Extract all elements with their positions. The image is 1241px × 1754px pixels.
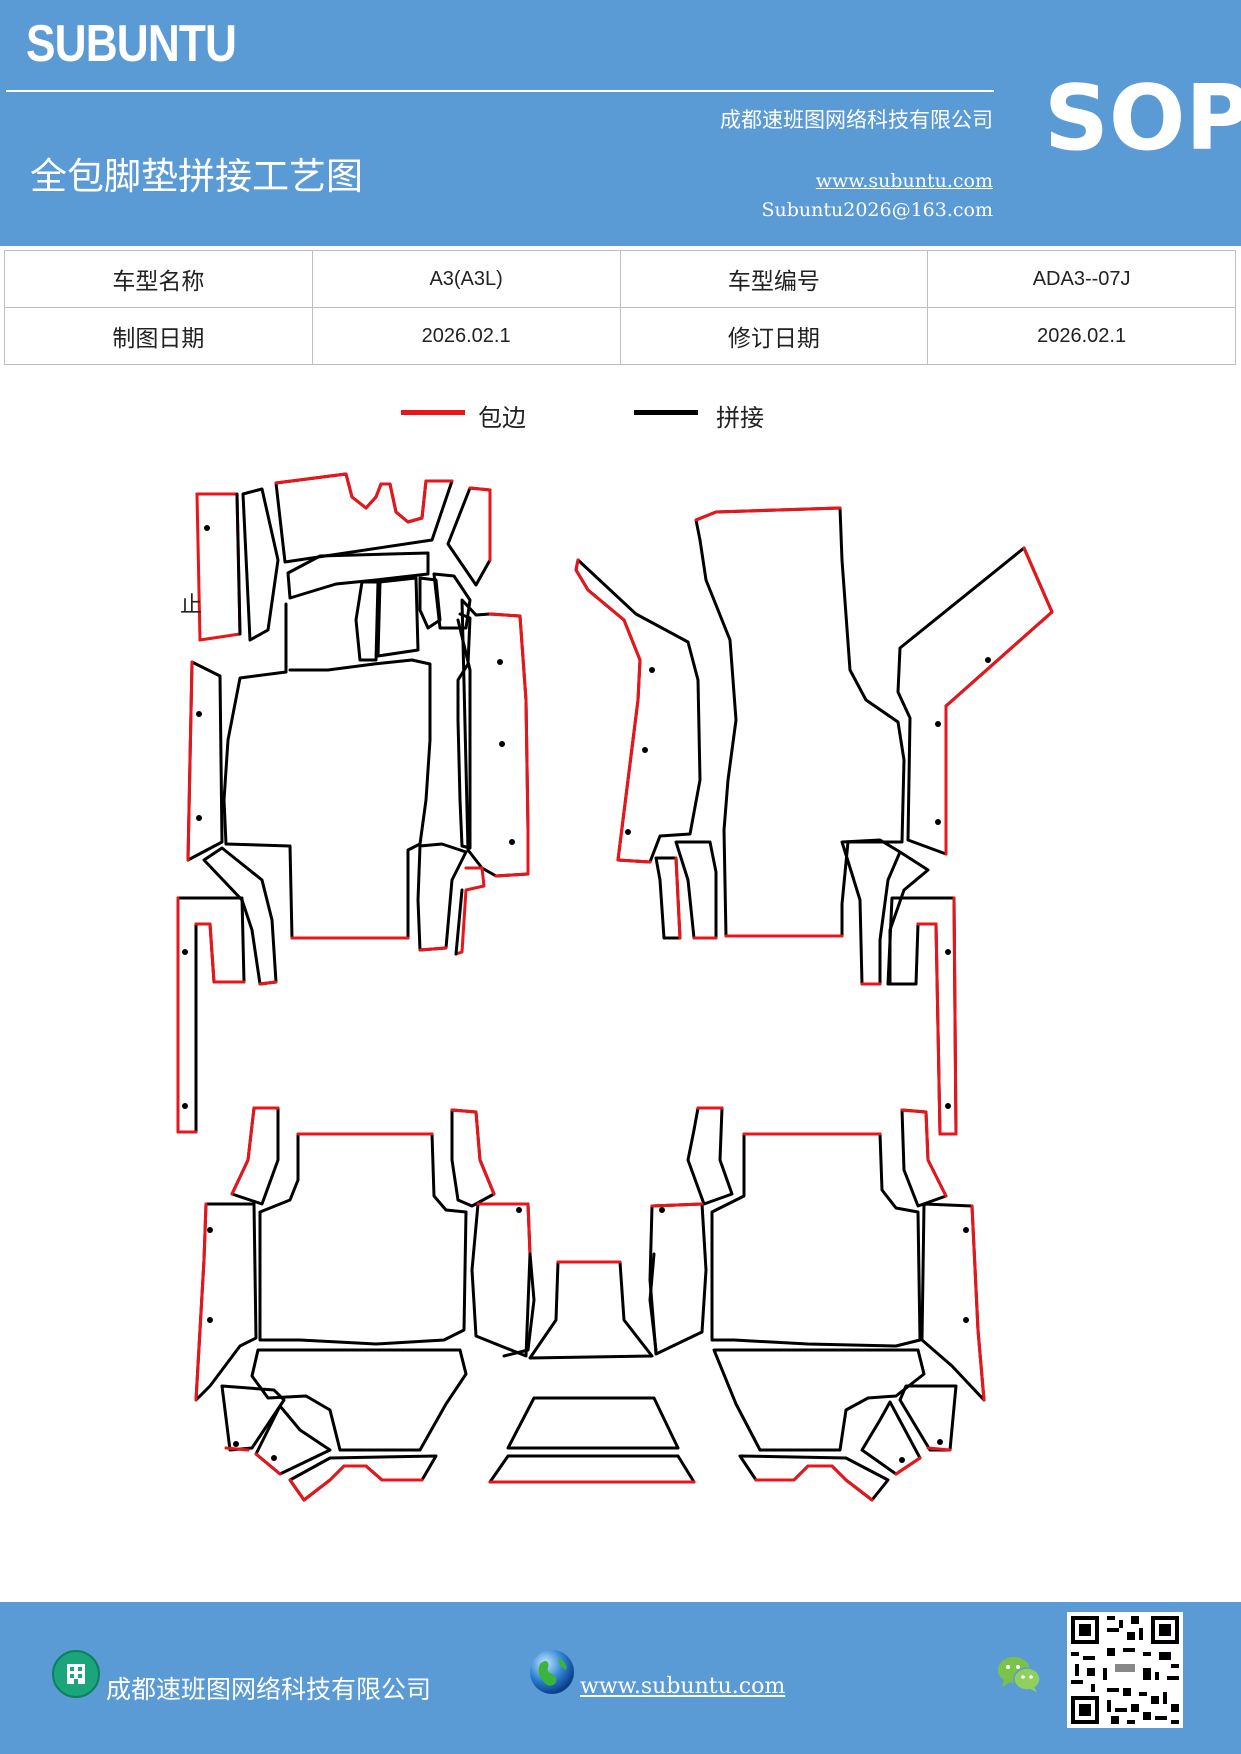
floor-mat-splice-diagram: 止 [176, 472, 1054, 1502]
page-footer: 成都速班图网络科技有限公司 www.subuntu.com [0, 1602, 1241, 1754]
globe-icon [530, 1650, 574, 1694]
building-icon [52, 1650, 100, 1698]
front-right-mat [574, 506, 1054, 1136]
vehicle-info-table: 车型名称 A3(A3L) 车型编号 ADA3--07J 制图日期 2026.02… [4, 250, 1236, 365]
sop-badge: SOP [1044, 66, 1241, 171]
stop-mark: 止 [180, 593, 202, 618]
header-divider [6, 90, 994, 92]
wechat-icon[interactable] [996, 1654, 1042, 1694]
footer-website-link[interactable]: www.subuntu.com [580, 1674, 786, 1699]
document-title: 全包脚垫拼接工艺图 [30, 155, 363, 198]
front-left-mat [176, 472, 530, 1134]
contact-email[interactable]: Subuntu2026@163.com [761, 199, 993, 221]
model-name-label: 车型名称 [4, 250, 313, 308]
table-row: 制图日期 2026.02.1 修订日期 2026.02.1 [4, 307, 1236, 365]
rear-center-tunnel [488, 1252, 696, 1484]
qr-code[interactable] [1067, 1612, 1183, 1728]
website-link[interactable]: www.subuntu.com [815, 170, 993, 192]
draw-date-label: 制图日期 [4, 307, 313, 365]
table-row: 车型名称 A3(A3L) 车型编号 ADA3--07J [4, 250, 1236, 308]
legend-binding-label: 包边 [478, 404, 526, 432]
rear-left-mat [194, 1106, 532, 1502]
revision-date-label: 修订日期 [619, 307, 929, 365]
rear-right-mat [648, 1106, 986, 1502]
company-name: 成都速班图网络科技有限公司 [720, 108, 993, 132]
legend-seam-swatch [634, 410, 698, 415]
model-code-value: ADA3--07J [927, 250, 1236, 308]
model-name-value: A3(A3L) [311, 250, 621, 308]
model-code-label: 车型编号 [619, 250, 929, 308]
page-header: SUBUNTU 成都速班图网络科技有限公司 全包脚垫拼接工艺图 www.subu… [0, 0, 1241, 246]
footer-company-name: 成都速班图网络科技有限公司 [106, 1675, 432, 1704]
legend-seam-label: 拼接 [716, 404, 764, 432]
draw-date-value: 2026.02.1 [311, 307, 621, 365]
legend: 包边 拼接 [0, 398, 1241, 438]
brand-logo: SUBUNTU [26, 15, 237, 73]
revision-date-value: 2026.02.1 [927, 307, 1236, 365]
legend-binding-swatch [401, 410, 465, 415]
